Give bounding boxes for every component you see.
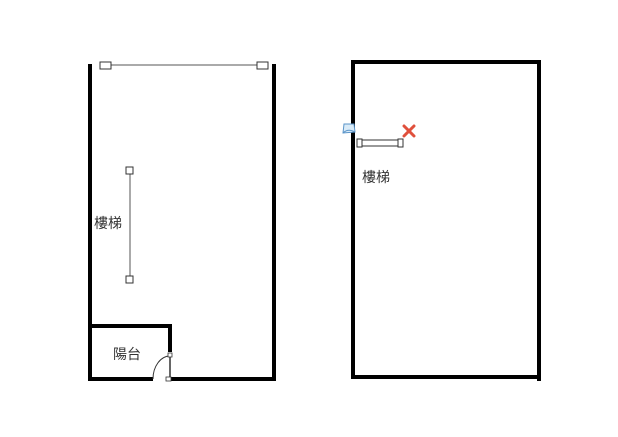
selected-element-handle-end[interactable] bbox=[397, 138, 404, 148]
right-stairs-label: 樓梯 bbox=[362, 170, 390, 186]
divider-handle-bottom[interactable] bbox=[125, 275, 134, 284]
left-floorplan: 樓梯 陽台 bbox=[88, 61, 276, 382]
door-handle-top[interactable] bbox=[167, 352, 173, 358]
balcony-wall[interactable] bbox=[90, 324, 172, 352]
left-stairs-label: 樓梯 bbox=[94, 216, 122, 232]
door-handle-bottom[interactable] bbox=[165, 376, 172, 382]
delete-icon[interactable] bbox=[402, 124, 416, 138]
selected-element[interactable] bbox=[359, 139, 403, 147]
divider-handle-top[interactable] bbox=[125, 166, 134, 175]
selected-element-handle-start[interactable] bbox=[356, 138, 363, 148]
right-floorplan: 樓梯 bbox=[342, 60, 541, 381]
door-swing-arc bbox=[152, 355, 171, 380]
top-wall-handle-end[interactable] bbox=[256, 61, 269, 70]
top-wall-handle-start[interactable] bbox=[99, 61, 112, 70]
rotate-handle-icon[interactable] bbox=[342, 123, 356, 134]
balcony-label: 陽台 bbox=[113, 347, 141, 363]
